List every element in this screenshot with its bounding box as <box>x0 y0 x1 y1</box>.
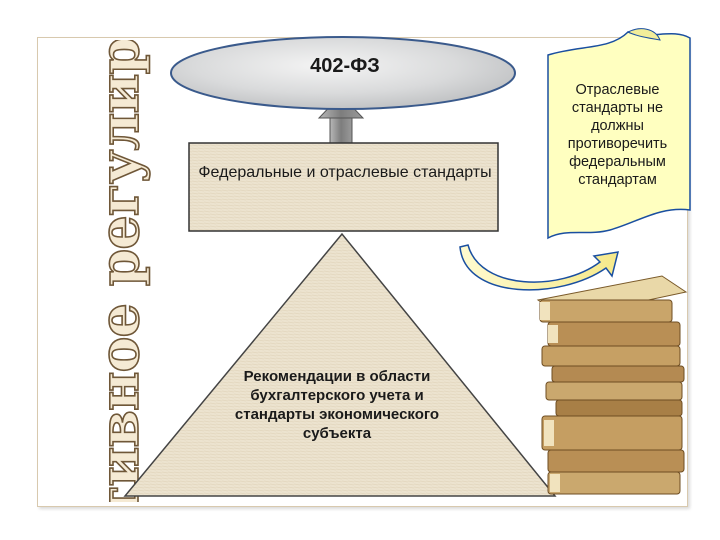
standards-label: Федеральные и отраслевые стандарты <box>198 164 492 181</box>
pyramid <box>123 232 557 497</box>
note-scroll <box>547 31 691 240</box>
pyramid-label: Рекомендации в области бухгалтерского уч… <box>234 368 440 442</box>
law-oval <box>170 36 516 110</box>
standards-box <box>188 142 499 232</box>
curved-arrow <box>459 244 620 291</box>
law-label: 402-ФЗ <box>310 55 380 77</box>
book-stack-image <box>536 275 688 495</box>
note-label: Отраслевые стандарты не должны противоре… <box>567 82 668 188</box>
